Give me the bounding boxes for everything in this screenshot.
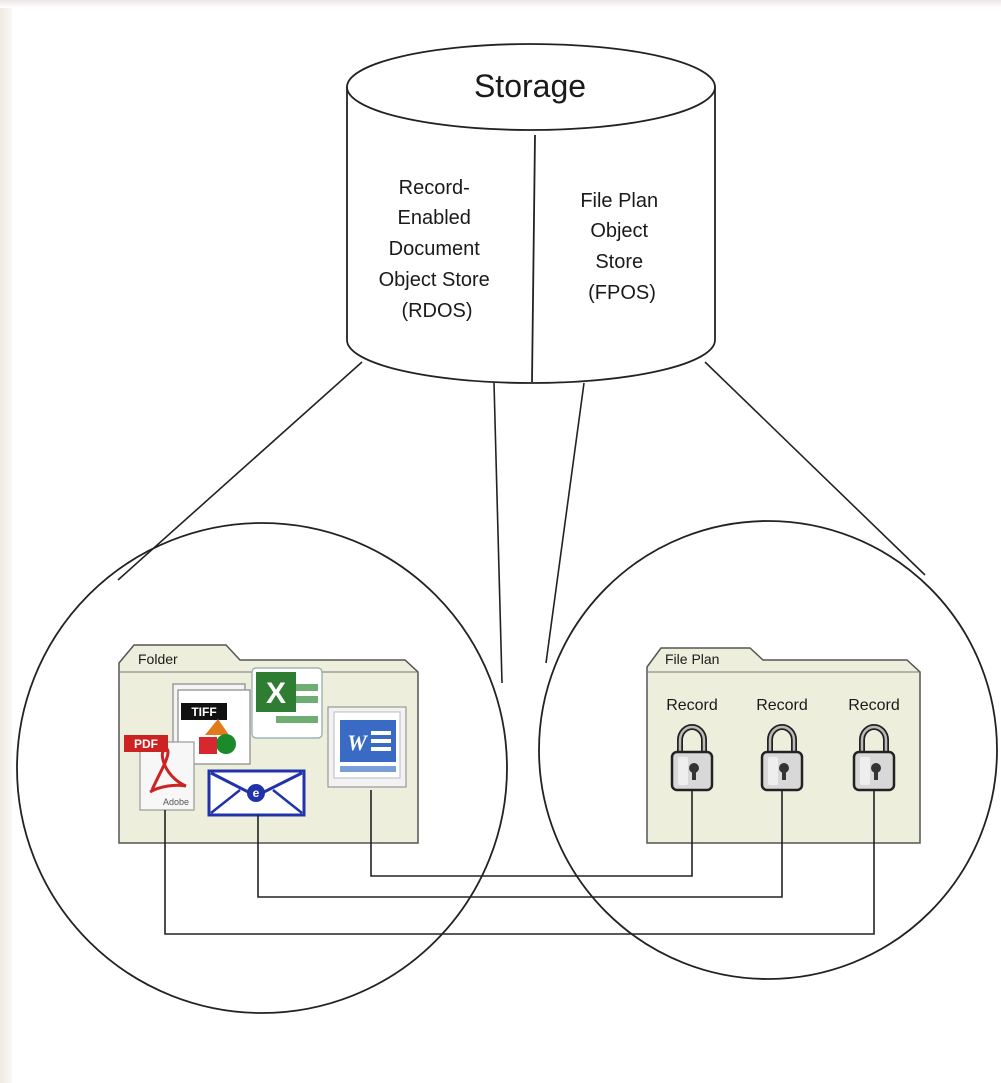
fpos-label-line: (FPOS) bbox=[588, 282, 656, 304]
fpos-circle bbox=[538, 520, 998, 980]
file-plan-body bbox=[646, 647, 921, 844]
excel-file-label: X bbox=[266, 677, 286, 710]
rdos-label-line: Document bbox=[389, 238, 481, 260]
cylinder-top bbox=[346, 43, 716, 131]
storage-cylinder bbox=[346, 43, 716, 384]
storage-connectors bbox=[117, 361, 926, 684]
record-label: Record bbox=[848, 697, 900, 714]
rdos-label-line: Enabled bbox=[398, 207, 471, 229]
email-icon: e bbox=[207, 769, 306, 817]
cylinder-body bbox=[346, 87, 716, 384]
rdos-label-line: Object Store bbox=[379, 269, 490, 291]
rdos-circle bbox=[16, 522, 508, 1014]
word-file-icon: W bbox=[327, 706, 407, 788]
connector-right-outer bbox=[704, 361, 926, 576]
pdf-brand-label: Adobe bbox=[163, 797, 189, 807]
storage-title: Storage bbox=[474, 68, 586, 104]
pdf-to-record-3 bbox=[164, 790, 875, 935]
fpos-label-line: Store bbox=[595, 251, 643, 273]
cylinder-divider bbox=[531, 134, 536, 383]
connector-right-inner bbox=[545, 382, 585, 664]
page-edge-left bbox=[0, 0, 12, 1083]
fpos-label-line: File Plan bbox=[580, 190, 658, 212]
fpos-label: File Plan Object Store (FPOS) bbox=[580, 190, 663, 304]
page-edge-top bbox=[0, 0, 1001, 8]
email-to-record-2 bbox=[257, 790, 783, 898]
pdf-file-icon: PDF Adobe bbox=[124, 735, 195, 811]
record-links bbox=[164, 790, 875, 935]
record-label: Record bbox=[666, 697, 718, 714]
file-plan-folder: File Plan bbox=[646, 647, 921, 844]
padlock-icon bbox=[852, 724, 896, 792]
connector-left-inner bbox=[493, 382, 503, 684]
file-plan-label: File Plan bbox=[665, 651, 719, 667]
excel-file-icon: X bbox=[251, 667, 323, 739]
word-to-record-1 bbox=[370, 790, 693, 877]
record-label: Record bbox=[756, 697, 808, 714]
tiff-file-label: TIFF bbox=[191, 705, 216, 719]
email-label: e bbox=[253, 786, 260, 800]
connector-left-outer bbox=[117, 361, 363, 581]
folder-label: Folder bbox=[138, 651, 178, 667]
pdf-file-label: PDF bbox=[134, 737, 158, 751]
tiff-file-icon: TIFF bbox=[172, 683, 251, 765]
word-file-label: W bbox=[347, 730, 368, 755]
padlock-icon bbox=[760, 724, 804, 792]
rdos-label-line: (RDOS) bbox=[401, 300, 472, 322]
rdos-label-line: Record- bbox=[399, 177, 470, 199]
padlock-icon bbox=[670, 724, 714, 792]
fpos-label-line: Object bbox=[590, 220, 648, 242]
rdos-label: Record- Enabled Document Object Store (R… bbox=[379, 177, 496, 322]
